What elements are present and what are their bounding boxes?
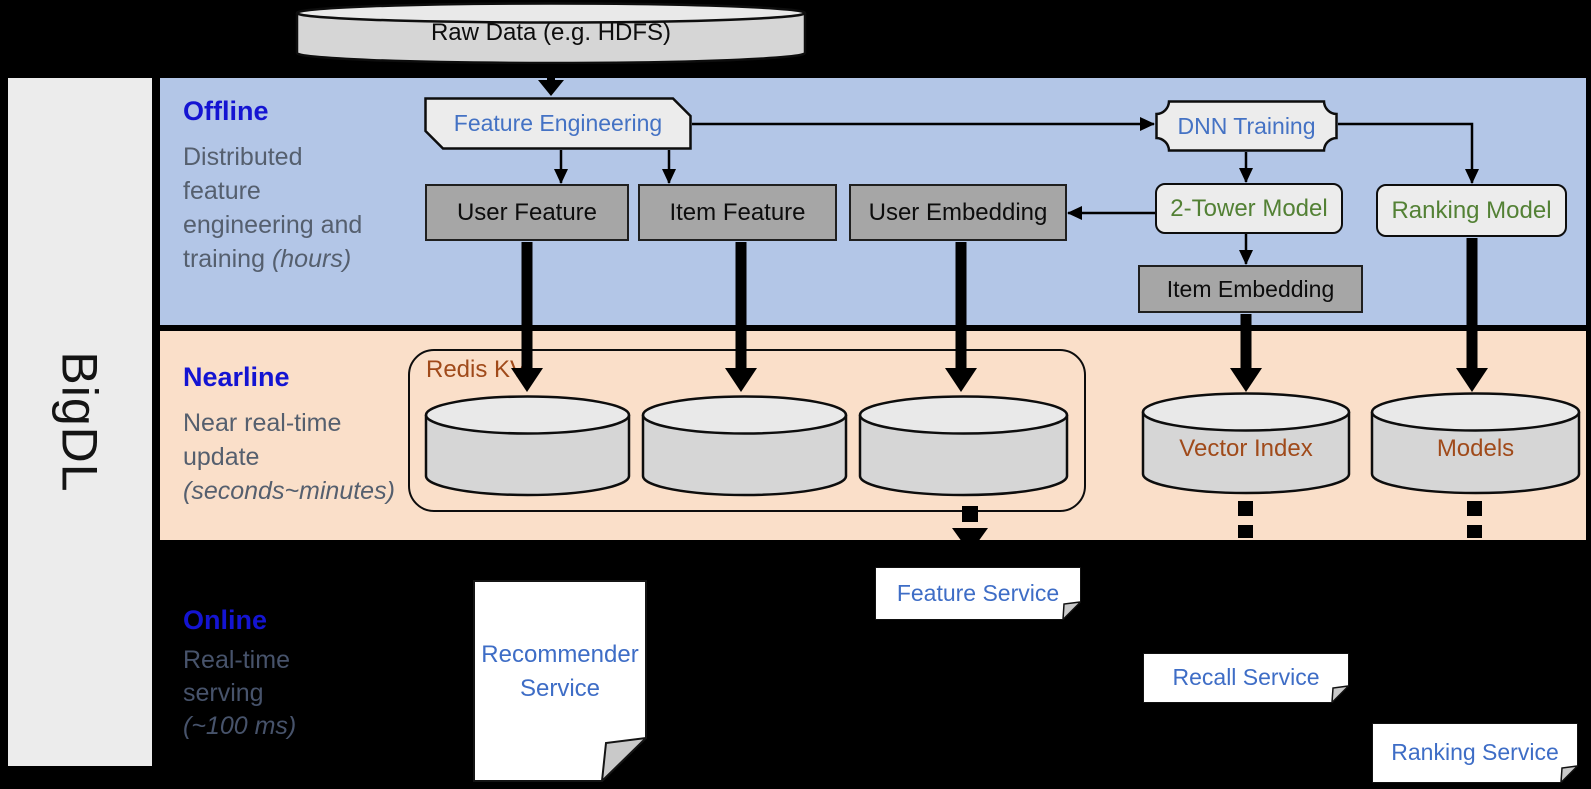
cylinder-icon [641,395,848,497]
ranking-service-label: Ranking Service [1391,739,1559,765]
redis-store-3 [858,394,1069,497]
folded-corner [600,736,647,782]
online-title: Online [183,605,268,635]
folded-corner [1331,685,1349,703]
ranking-model-node: Ranking Model [1376,184,1567,237]
user-embedding-label: User Embedding [868,198,1048,226]
item-embedding-label: Item Embedding [1166,275,1335,302]
bigdl-sidebar: BigDL [8,78,152,766]
nearline-title: Nearline [183,362,290,392]
online-description: Real-time serving (~100 ms) [183,646,297,740]
raw-data-store: Raw Data (e.g. HDFS) [295,2,807,64]
cylinder-icon [295,2,807,64]
recall-service-label: Recall Service [1172,664,1320,690]
redis-store-1 [424,394,631,497]
user-feature-node: User Feature [425,184,629,241]
two-tower-model-node: 2-Tower Model [1155,183,1343,234]
offline-description: Distributed feature engineering and trai… [183,143,363,273]
folded-corner [1062,601,1081,620]
nearline-description: Near real-time update (seconds~minutes) [183,409,395,505]
feature-service-label: Feature Service [896,580,1060,606]
snip-rectangle-icon [424,97,692,150]
user-embedding-node: User Embedding [849,184,1067,241]
item-feature-node: Item Feature [638,184,837,241]
feature-engineering-node: Feature Engineering [424,97,692,150]
dnn-training-node: DNN Training [1155,100,1338,152]
document-icon [473,580,647,782]
ranking-model-label: Ranking Model [1391,196,1552,224]
recommender-service-label: Recommender Service [481,641,639,702]
two-tower-model-label: 2-Tower Model [1170,194,1328,222]
document-icon [1372,723,1578,783]
ranking-service-node: Ranking Service [1372,723,1578,783]
folded-corner [1560,765,1578,783]
redis-kv-label: Redis KV [426,356,527,383]
cylinder-icon [424,395,631,497]
vector-index-store: Vector Index [1141,391,1351,495]
recall-service-node: Recall Service [1143,653,1349,703]
bigdl-label: BigDL [52,351,108,493]
offline-title: Offline [183,96,269,126]
models-label: Models [1436,435,1515,462]
redis-store-2 [641,394,848,497]
item-embedding-node: Item Embedding [1138,265,1363,313]
feature-service-node: Feature Service [875,567,1081,620]
raw-data-label: Raw Data (e.g. HDFS) [430,19,672,46]
document-icon [875,567,1081,620]
item-feature-label: Item Feature [669,198,806,226]
plaque-icon [1155,100,1338,152]
cylinder-icon [858,395,1069,497]
cylinder-icon [1141,392,1351,495]
dnn-training-label: DNN Training [1177,112,1316,139]
vector-index-label: Vector Index [1179,435,1313,462]
document-icon [1143,653,1349,703]
user-feature-label: User Feature [456,198,598,226]
models-store: Models [1370,391,1581,495]
feature-engineering-label: Feature Engineering [453,110,663,136]
redis-kv-frame [408,349,1086,512]
cylinder-icon [1370,392,1581,495]
recommender-service-node: Recommender Service [473,580,647,782]
